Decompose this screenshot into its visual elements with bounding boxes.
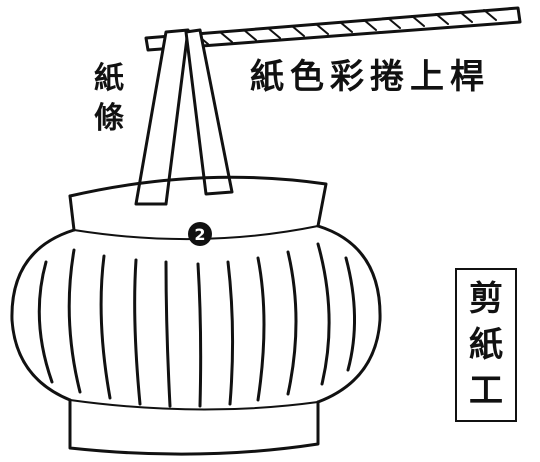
side-label-char-2: 紙 — [469, 325, 503, 365]
side-label-box: 剪 紙 工 — [455, 268, 517, 422]
lantern-body — [10, 175, 382, 456]
strip-caption-char-1: 紙 — [94, 61, 124, 96]
strip-caption-char-2: 條 — [94, 101, 124, 136]
side-label-char-3: 工 — [469, 371, 503, 411]
number-marker: 2 — [188, 222, 212, 246]
side-label-char-1: 剪 — [469, 279, 503, 319]
paper-strip-handle — [134, 28, 234, 206]
pole-caption: 紙色彩捲上桿 — [250, 57, 490, 97]
